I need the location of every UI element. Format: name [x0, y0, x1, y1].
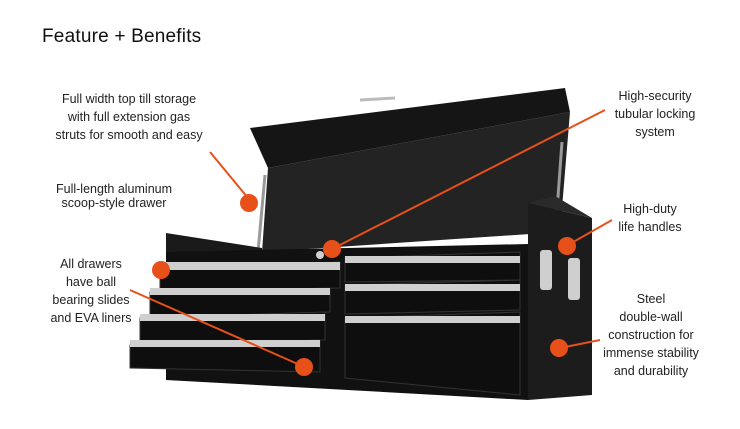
feature-steel: Steel double-wall construction for immen… — [592, 290, 710, 380]
feature-line: High-duty — [623, 202, 677, 216]
gas-strut-left — [256, 174, 267, 253]
chest-side-panel — [528, 203, 592, 400]
feature-top-till: Full width top till storage with full ex… — [50, 90, 208, 144]
callout-dot-ball-bearing — [295, 358, 313, 376]
feature-line: struts for smooth and easy — [55, 128, 203, 142]
callout-dot-handles — [558, 237, 576, 255]
feature-line: immense stability — [603, 346, 699, 360]
feature-line: Steel — [636, 292, 666, 306]
feature-locking: High-security tubular locking system — [600, 87, 710, 141]
feature-line: life handles — [618, 220, 682, 234]
side-handle-left — [540, 250, 552, 290]
lid-handle — [359, 96, 396, 102]
feature-line: tubular locking — [614, 107, 696, 121]
feature-line: double-wall — [619, 310, 683, 324]
callout-line-handles — [567, 219, 613, 246]
feature-line: have ball — [65, 275, 117, 289]
chest-top-edge — [528, 196, 592, 218]
feature-line: and durability — [613, 364, 689, 378]
feature-line: with full extension gas — [67, 110, 191, 124]
feature-line: construction for — [608, 328, 694, 342]
lid-inner-panel — [262, 112, 570, 252]
side-handle-right — [568, 258, 580, 300]
callout-dot-locking — [323, 240, 341, 258]
lock-cylinder — [316, 251, 324, 259]
page-title: Feature + Benefits — [42, 26, 202, 47]
feature-line: bearing slides — [52, 293, 130, 307]
right-drawers — [344, 251, 521, 396]
callout-line-ball-bearing — [129, 289, 301, 366]
callout-dot-steel — [550, 339, 568, 357]
feature-line: system — [635, 125, 675, 139]
feature-handles: High-duty life handles — [600, 200, 700, 236]
feature-line: Full width top till storage — [61, 92, 197, 106]
feature-line: High-security — [618, 89, 692, 103]
feature-line: Full-length aluminum — [55, 182, 173, 196]
feature-ball-bearing: All drawers have ball bearing slides and… — [40, 255, 142, 327]
callout-dot-top-till — [240, 194, 258, 212]
feature-aluminum-drawer: Full-length aluminum scoop-style drawer — [44, 182, 184, 210]
callout-line-top-till — [209, 151, 249, 199]
callout-line-locking — [333, 109, 606, 249]
feature-line: All drawers — [60, 257, 122, 271]
feature-line: scoop-style drawer — [61, 196, 167, 210]
chest-lid — [250, 88, 570, 168]
left-drawers — [129, 261, 341, 373]
callout-dot-aluminum — [152, 261, 170, 279]
feature-line: and EVA liners — [50, 311, 132, 325]
